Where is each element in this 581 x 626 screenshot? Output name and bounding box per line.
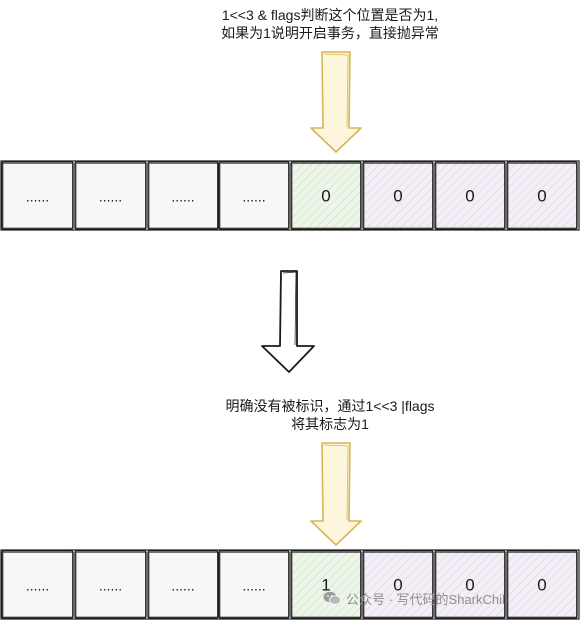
bottom-array-cell-outline: [363, 552, 433, 618]
bottom-array-frame: [0, 549, 580, 620]
bottom-array-cell-6: 0: [362, 550, 434, 619]
bottom-array-cell-box: [290, 550, 362, 619]
top-array-cell-outline: [75, 163, 146, 229]
wechat-icon: [323, 591, 341, 605]
top-array-cell-box: [218, 161, 290, 230]
bottom-array-cell-value: 0: [465, 576, 474, 595]
top-array-cell-outline: [219, 163, 289, 229]
bottom-array-cell-box: [74, 550, 147, 619]
top-array-cell-box: [290, 161, 362, 230]
bottom-array-cell-3: ......: [147, 550, 219, 619]
top-array-cell-7: 0: [434, 161, 506, 230]
bottom-array-cell-8: 0: [506, 550, 578, 619]
top-array-cell-3: ......: [147, 161, 219, 230]
middle-caption-line1: 明确没有被标识，通过1<<3 |flags: [225, 398, 435, 414]
bottom-array-cell-5: 1: [290, 550, 362, 619]
top-array-cell-value: 0: [393, 187, 402, 206]
bottom-array-cell-value: 1: [321, 576, 330, 595]
bottom-array-cell-2: ......: [74, 550, 147, 619]
bottom-array-cell-7: 0: [434, 550, 506, 619]
top-array-cell-4: ......: [218, 161, 290, 230]
bottom-array-cell-outline: [75, 552, 146, 618]
top-array-cell-value: 0: [321, 187, 330, 206]
top-array-cell-box: [74, 161, 147, 230]
bottom-array-cell-box: [362, 550, 434, 619]
top-array-cell-outline: [363, 163, 433, 229]
watermark-text: 公众号 · 写代码的SharkChili: [346, 591, 508, 607]
top-array-cell-value: 0: [537, 187, 546, 206]
watermark: 公众号 · 写代码的SharkChili: [323, 588, 508, 608]
bottom-array-cell-outline: [507, 552, 577, 618]
top-array-cell-box: [434, 161, 506, 230]
bottom-array-cell-box: [218, 550, 290, 619]
bottom-array-cell-1: ......: [1, 550, 74, 619]
bottom-array-cell-value: ......: [26, 578, 49, 594]
bottom-array-cell-outline: [219, 552, 289, 618]
bottom-array-cell-outline: [148, 552, 218, 618]
top-bit-array: ........................ 0 0 0 0: [0, 160, 580, 231]
bottom-array-cell-value: 0: [537, 576, 546, 595]
bottom-array-cell-value: ......: [242, 578, 265, 594]
top-caption-line1: 1<<3 & flags判断这个位置是否为1,: [221, 7, 439, 23]
top-array-cell-value: 0: [465, 187, 474, 206]
top-array-cell-box: [506, 161, 578, 230]
top-array-cell-8: 0: [506, 161, 578, 230]
bottom-array-cell-outline: [2, 552, 73, 618]
bottom-array-cell-outline: [435, 552, 505, 618]
top-array-cell-box: [147, 161, 219, 230]
bottom-bit-array: ........................ 1 0 0 0: [0, 549, 580, 620]
top-array-cell-6: 0: [362, 161, 434, 230]
top-array-cell-outline: [2, 163, 73, 229]
top-array-cell-5: 0: [290, 161, 362, 230]
top-array-cell-outline: [435, 163, 505, 229]
bottom-array-cell-box: [506, 550, 578, 619]
bottom-array-cell-value: ......: [99, 578, 122, 594]
bottom-array-cell-box: [147, 550, 219, 619]
bottom-array-cell-box: [434, 550, 506, 619]
top-array-cell-2: ......: [74, 161, 147, 230]
top-array-cell-value: ......: [242, 189, 265, 205]
top-array-cell-value: ......: [99, 189, 122, 205]
middle-caption: 明确没有被标识，通过1<<3 |flags 将其标志为1: [180, 397, 480, 433]
bottom-array-cell-value: ......: [171, 578, 194, 594]
top-array-cell-value: ......: [26, 189, 49, 205]
top-array-cell-value: ......: [171, 189, 194, 205]
top-array-cell-box: [362, 161, 434, 230]
top-array-cell-outline: [148, 163, 218, 229]
top-array-cell-1: ......: [1, 161, 74, 230]
bottom-array-cell-value: 0: [393, 576, 402, 595]
bottom-array-cell-4: ......: [218, 550, 290, 619]
bottom-array-cell-box: [1, 550, 74, 619]
down-arrow-bottom: [310, 442, 362, 546]
bottom-array-cell-outline: [291, 552, 361, 618]
top-caption-line2: 如果为1说明开启事务，直接抛异常: [221, 25, 439, 41]
top-caption: 1<<3 & flags判断这个位置是否为1, 如果为1说明开启事务，直接抛异常: [180, 6, 480, 42]
top-array-frame: [0, 160, 580, 231]
top-array-cell-outline: [507, 163, 577, 229]
top-array-cell-box: [1, 161, 74, 230]
middle-caption-line2: 将其标志为1: [291, 416, 369, 432]
top-array-cell-outline: [291, 163, 361, 229]
down-arrow-middle: [261, 270, 315, 373]
down-arrow-top: [310, 51, 362, 153]
